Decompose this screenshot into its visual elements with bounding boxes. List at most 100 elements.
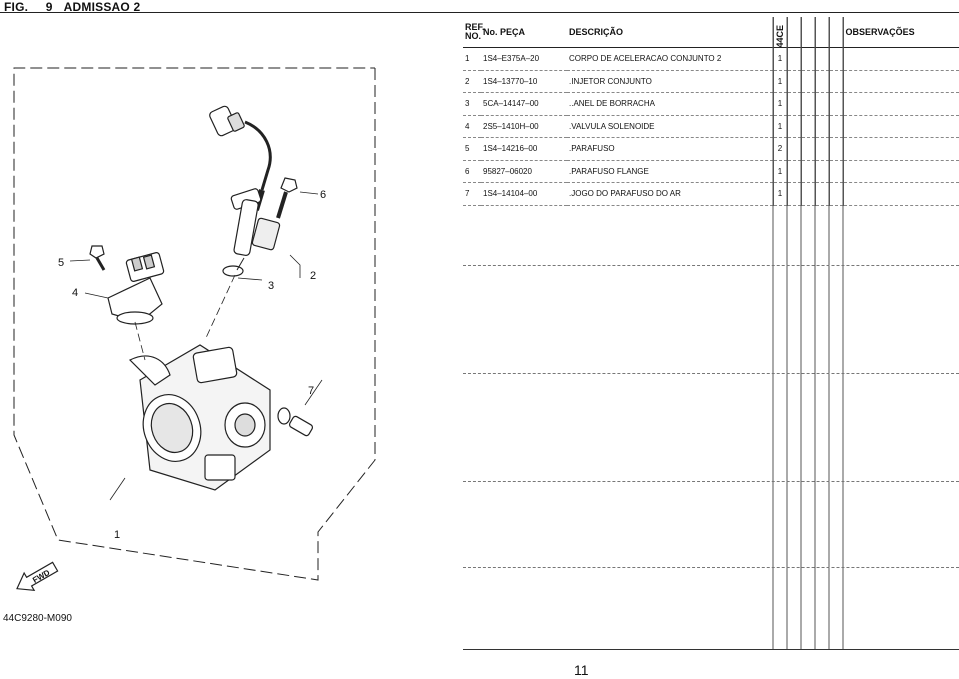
row-ref: 6 — [463, 160, 481, 183]
callout-4: 4 — [72, 287, 78, 299]
solenoid-valve — [84, 252, 165, 325]
flange-bolt — [276, 177, 319, 219]
table-row: 1 1S4–E375A–20 CORPO DE ACELERACAO CONJU… — [463, 47, 959, 71]
row-qty: 1 — [772, 92, 787, 116]
row-qty: 1 — [772, 47, 787, 71]
table-row: 7 1S4–14104–00 .JOGO DO PARAFUSO DO AR 1 — [463, 182, 959, 206]
header-model: 44CE — [773, 17, 787, 48]
row-ref: 3 — [463, 92, 481, 116]
fig-title: ADMISSAO 2 — [63, 0, 141, 14]
row-cell — [786, 182, 801, 206]
row-desc: .INJETOR CONJUNTO — [567, 70, 773, 93]
row-cell — [800, 182, 815, 206]
row-cell — [800, 160, 815, 183]
callout-1: 1 — [114, 529, 120, 541]
header-obs: OBSERVAÇÕES — [842, 17, 959, 48]
table-row: 5 1S4–14216–00 .PARAFUSO 2 — [463, 137, 959, 161]
header-ref: REF. NO. — [463, 17, 485, 48]
row-part: 1S4–E375A–20 — [481, 47, 567, 71]
header-rule — [0, 12, 959, 13]
row-cell — [814, 182, 829, 206]
row-cell — [828, 137, 843, 161]
table-row: 3 5CA–14147–00 ..ANEL DE BORRACHA 1 — [463, 92, 959, 116]
empty-row-divider — [463, 265, 959, 266]
row-qty: 1 — [772, 160, 787, 183]
row-desc: .JOGO DO PARAFUSO DO AR — [567, 182, 773, 206]
row-cell — [828, 160, 843, 183]
row-cell — [786, 137, 801, 161]
callout-3: 3 — [268, 280, 274, 292]
row-ref: 1 — [463, 47, 481, 71]
row-cell — [828, 182, 843, 206]
empty-row-divider — [463, 567, 959, 568]
row-obs — [842, 160, 959, 183]
diagram-code: 44C9280-M090 — [3, 613, 72, 624]
solenoid-bolt — [69, 245, 106, 271]
header-blank-2 — [800, 17, 815, 48]
row-desc: CORPO DE ACELERACAO CONJUNTO 2 — [567, 47, 773, 71]
row-obs — [842, 92, 959, 116]
row-cell — [814, 70, 829, 93]
exploded-diagram: 1 2 3 4 5 6 7 FWD — [13, 67, 376, 592]
fig-label: FIG. — [4, 0, 29, 14]
row-obs — [842, 115, 959, 138]
row-cell — [786, 115, 801, 138]
row-part: 95827–06020 — [481, 160, 567, 183]
fwd-arrow-icon: FWD — [16, 561, 59, 592]
row-cell — [800, 115, 815, 138]
row-cell — [828, 70, 843, 93]
row-cell — [814, 137, 829, 161]
empty-row-divider — [463, 373, 959, 374]
row-obs — [842, 70, 959, 93]
row-ref: 2 — [463, 70, 481, 93]
callout-7: 7 — [308, 385, 314, 397]
row-qty: 1 — [772, 115, 787, 138]
leader-lines — [109, 254, 301, 501]
row-cell — [800, 47, 815, 71]
callout-6: 6 — [320, 189, 326, 201]
row-cell — [800, 70, 815, 93]
row-cell — [814, 47, 829, 71]
row-qty: 1 — [772, 182, 787, 206]
table-row: 2 1S4–13770–10 .INJETOR CONJUNTO 1 — [463, 70, 959, 93]
table-header-row: REF. NO. No. PEÇA DESCRIÇÃO 44CE OBSERVA… — [463, 17, 959, 48]
row-part: 5CA–14147–00 — [481, 92, 567, 116]
assembly-outline — [13, 67, 376, 581]
fig-number: 9 — [45, 0, 53, 14]
row-part: 1S4–14216–00 — [481, 137, 567, 161]
row-obs — [842, 182, 959, 206]
row-cell — [800, 137, 815, 161]
row-cell — [814, 92, 829, 116]
throttle-body — [128, 344, 271, 491]
row-ref: 4 — [463, 115, 481, 138]
injector-assembly — [209, 105, 281, 277]
parts-table: REF. NO. No. PEÇA DESCRIÇÃO 44CE OBSERVA… — [463, 17, 959, 206]
row-cell — [828, 47, 843, 71]
row-cell — [814, 115, 829, 138]
air-screw-set — [277, 379, 323, 437]
empty-row-divider — [463, 481, 959, 482]
row-cell — [800, 92, 815, 116]
header-blank-3 — [814, 17, 829, 48]
table-row: 6 95827–06020 .PARAFUSO FLANGE 1 — [463, 160, 959, 183]
o-ring — [222, 265, 244, 277]
row-cell — [786, 92, 801, 116]
row-part: 2S5–1410H–00 — [481, 115, 567, 138]
row-cell — [786, 160, 801, 183]
header-blank-1 — [786, 17, 801, 48]
row-desc: .PARAFUSO — [567, 137, 773, 161]
header-desc: DESCRIÇÃO — [567, 17, 773, 48]
callout-2: 2 — [310, 270, 316, 282]
row-ref: 5 — [463, 137, 481, 161]
row-cell — [786, 70, 801, 93]
header-part: No. PEÇA — [481, 17, 567, 48]
page-number: 11 — [574, 662, 589, 678]
row-obs — [842, 137, 959, 161]
row-cell — [814, 160, 829, 183]
row-cell — [828, 115, 843, 138]
figure-header: FIG. 9 ADMISSAO 2 — [4, 0, 148, 14]
row-obs — [842, 47, 959, 71]
row-cell — [786, 47, 801, 71]
row-cell — [828, 92, 843, 116]
header-blank-4 — [828, 17, 843, 48]
